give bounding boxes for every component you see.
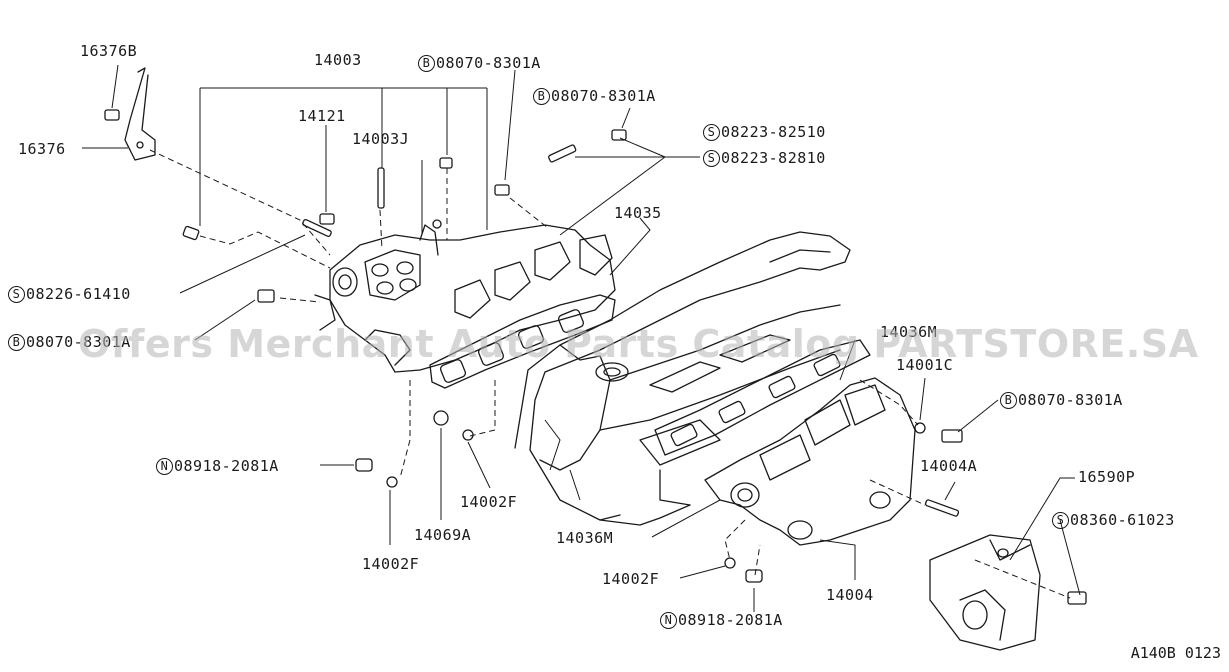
circle-n-prefix: N (660, 612, 677, 629)
label-14004: 14004 (826, 586, 874, 604)
label-14036m: 14036M (556, 529, 614, 547)
watermark: Offers Merchant Auto Parts Catalog PARTS… (78, 322, 1199, 366)
label-14069a: 14069A (414, 526, 472, 544)
circle-s-prefix: S (703, 150, 720, 167)
circle-n-prefix: N (156, 458, 173, 475)
engine-block (514, 231, 851, 526)
circle-b-prefix: B (533, 88, 550, 105)
label-14036m-top: 14036M (880, 323, 938, 341)
diagram-code: A140B 0123 (1130, 644, 1221, 662)
label-16376: 16376 (18, 140, 66, 158)
label-14004a: 14004A (920, 457, 978, 475)
label-14035: 14035 (614, 204, 662, 222)
circle-b-prefix: B (418, 55, 435, 72)
alignment-lines (149, 149, 1071, 599)
exhaust-gasket (654, 339, 871, 456)
exhaust-manifold (704, 377, 916, 546)
circle-s-prefix: S (703, 124, 720, 141)
fasteners (104, 109, 1087, 605)
label-16376b: 16376B (80, 42, 138, 60)
label-14121: 14121 (298, 107, 346, 125)
leader-lines (82, 64, 1081, 612)
label-16590p: 16590P (1078, 468, 1136, 486)
label-14002f-c: 14002F (602, 570, 660, 588)
label-14003: 14003 (314, 51, 362, 69)
circle-s-prefix: S (8, 286, 25, 303)
intake-gasket (429, 294, 616, 389)
circle-b-prefix: B (1000, 392, 1017, 409)
label-14002f-b: 14002F (362, 555, 420, 573)
circle-s-prefix: S (1052, 512, 1069, 529)
label-14002f-a: 14002F (460, 493, 518, 511)
bracket (124, 67, 156, 161)
label-14001c: 14001C (896, 356, 954, 374)
circle-b-prefix: B (8, 334, 25, 351)
heat-shield (929, 534, 1041, 651)
label-14003j: 14003J (352, 130, 410, 148)
